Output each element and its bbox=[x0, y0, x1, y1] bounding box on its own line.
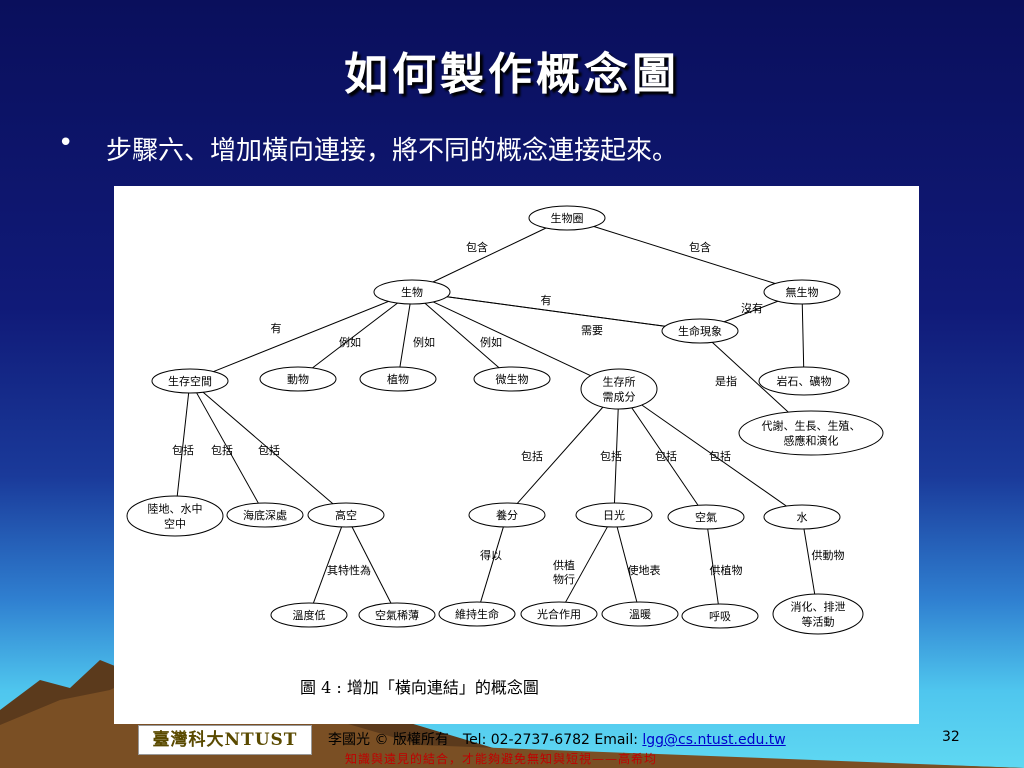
link-label: 包括 bbox=[600, 449, 622, 463]
link-label: 包括 bbox=[172, 443, 194, 457]
concept-map: 包含包含有沒有需要有例如例如例如是指包括包括包括包括包括包括包括其特性為得以供植… bbox=[114, 186, 919, 724]
slide-title: 如何製作概念圖 bbox=[0, 38, 1024, 102]
link-label: 沒有 bbox=[741, 301, 763, 315]
footer-quote: 知識與遠見的結合，才能夠避免無知與短視——高希均 bbox=[345, 750, 657, 767]
concept-node-label: 光合作用 bbox=[537, 607, 581, 621]
concept-node-label: 水 bbox=[797, 511, 808, 524]
link-line bbox=[214, 301, 389, 371]
footer-copyright: 李國光 © 版權所有 Tel: 02-2737-6782 Email: bbox=[328, 732, 642, 748]
concept-node-label: 生物圈 bbox=[551, 211, 584, 225]
concept-node-label: 溫度低 bbox=[293, 608, 326, 622]
concept-node: 維持生命 bbox=[439, 602, 515, 626]
concept-node: 水 bbox=[764, 505, 840, 529]
bullet-icon: • bbox=[58, 128, 73, 158]
concept-node-label: 呼吸 bbox=[709, 610, 731, 623]
link-label: 包含 bbox=[466, 240, 488, 254]
link-label: 使地表 bbox=[628, 563, 661, 577]
link-label: 供植 bbox=[553, 558, 575, 572]
concept-node-label: 養分 bbox=[496, 508, 518, 522]
link-label: 供動物 bbox=[812, 548, 845, 562]
link-line bbox=[481, 527, 504, 602]
page-number: 32 bbox=[942, 729, 960, 745]
link-label: 是指 bbox=[715, 374, 737, 388]
link-label: 物行 bbox=[553, 572, 575, 586]
concept-node: 動物 bbox=[260, 367, 336, 391]
concept-node: 生物 bbox=[374, 280, 450, 304]
concept-node: 空氣稀薄 bbox=[359, 603, 435, 627]
link-label: 有 bbox=[541, 293, 552, 307]
concept-node: 生命現象 bbox=[662, 319, 738, 343]
concept-node-label: 消化、排泄 bbox=[791, 600, 846, 614]
concept-node: 無生物 bbox=[764, 280, 840, 304]
concept-node: 生存空間 bbox=[152, 369, 228, 393]
link-label: 包括 bbox=[211, 443, 233, 457]
concept-node: 高空 bbox=[308, 503, 384, 527]
link-label: 需要 bbox=[581, 324, 603, 337]
concept-node-label: 等活動 bbox=[802, 615, 835, 629]
link-label: 供植物 bbox=[710, 563, 743, 577]
concept-node-label: 陸地、水中 bbox=[148, 503, 203, 516]
concept-node: 溫暖 bbox=[602, 602, 678, 626]
link-label: 包括 bbox=[258, 443, 280, 457]
concept-node: 代謝、生長、生殖、感應和演化 bbox=[739, 411, 883, 455]
concept-node: 溫度低 bbox=[271, 603, 347, 627]
link-label: 包括 bbox=[521, 449, 543, 463]
concept-node: 海底深處 bbox=[227, 503, 303, 527]
concept-node-label: 無生物 bbox=[786, 285, 819, 299]
concept-node-label: 植物 bbox=[387, 372, 409, 386]
link-label: 得以 bbox=[480, 549, 502, 562]
concept-node: 光合作用 bbox=[521, 602, 597, 626]
concept-node-shape bbox=[739, 411, 883, 455]
bullet-text: 步驟六、增加橫向連接，將不同的概念連接起來。 bbox=[106, 130, 678, 167]
ntust-logo: 臺灣科大NTUST bbox=[138, 725, 312, 755]
concept-node: 養分 bbox=[469, 503, 545, 527]
concept-node-label: 空氣 bbox=[695, 510, 717, 524]
link-label: 包括 bbox=[709, 449, 731, 463]
link-line bbox=[802, 304, 803, 367]
concept-node-label: 岩石、礦物 bbox=[777, 374, 832, 388]
link-line bbox=[400, 304, 410, 367]
concept-node-label: 生存所 bbox=[603, 375, 636, 389]
link-label: 例如 bbox=[413, 335, 435, 349]
link-label: 例如 bbox=[480, 335, 502, 349]
link-label: 包含 bbox=[689, 240, 711, 254]
concept-node-label: 需成分 bbox=[603, 391, 636, 404]
concept-node: 日光 bbox=[576, 503, 652, 527]
concept-node: 微生物 bbox=[474, 367, 550, 391]
concept-node-label: 溫暖 bbox=[629, 607, 651, 621]
concept-node-label: 生物 bbox=[401, 285, 423, 299]
link-line bbox=[433, 228, 546, 282]
concept-node: 岩石、礦物 bbox=[759, 367, 849, 395]
link-label: 有 bbox=[271, 321, 282, 335]
link-label: 其特性為 bbox=[327, 563, 371, 577]
concept-node: 空氣 bbox=[668, 505, 744, 529]
link-line bbox=[447, 297, 665, 327]
email-link[interactable]: lgg@cs.ntust.edu.tw bbox=[642, 732, 785, 748]
concept-node-label: 生命現象 bbox=[678, 324, 722, 338]
link-label: 包括 bbox=[655, 449, 677, 463]
concept-node-label: 維持生命 bbox=[455, 607, 499, 621]
concept-node-label: 感應和演化 bbox=[784, 434, 839, 448]
concept-node-label: 高空 bbox=[335, 508, 357, 522]
concept-node: 植物 bbox=[360, 367, 436, 391]
concept-map-panel: 包含包含有沒有需要有例如例如例如是指包括包括包括包括包括包括包括其特性為得以供植… bbox=[114, 186, 919, 724]
figure-caption: 圖 4 : 增加「橫向連結」的概念圖 bbox=[300, 674, 539, 698]
concept-node-label: 空中 bbox=[164, 517, 186, 531]
link-label: 例如 bbox=[339, 335, 361, 349]
concept-node: 生物圈 bbox=[529, 206, 605, 230]
concept-node-label: 空氣稀薄 bbox=[375, 608, 419, 622]
concept-node-label: 海底深處 bbox=[243, 508, 287, 522]
footer-contact: 李國光 © 版權所有 Tel: 02-2737-6782 Email: lgg@… bbox=[328, 729, 786, 749]
concept-node-label: 生存空間 bbox=[168, 374, 212, 388]
concept-node-label: 動物 bbox=[287, 372, 309, 386]
link-line bbox=[594, 226, 775, 283]
concept-node-label: 日光 bbox=[603, 508, 625, 522]
concept-node-label: 代謝、生長、生殖、 bbox=[762, 419, 861, 433]
concept-node-label: 微生物 bbox=[496, 372, 529, 386]
concept-node: 呼吸 bbox=[682, 604, 758, 628]
